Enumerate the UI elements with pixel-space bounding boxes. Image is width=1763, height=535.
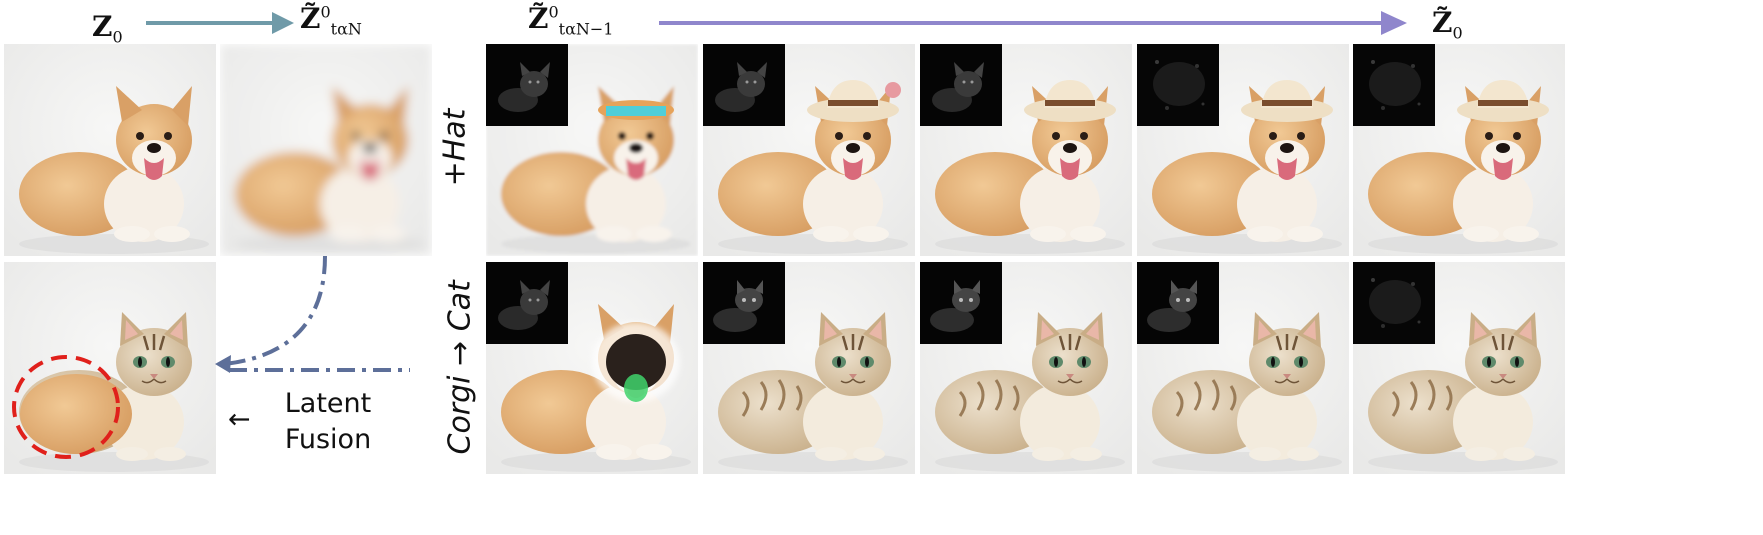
z0-label: Z0 [92,10,123,47]
hat-step-2-diff-inset [703,44,785,126]
cat-step-3-diff-inset [920,262,1002,344]
hat-step-3-diff-inset [920,44,1002,126]
cat-step-1-image [486,262,698,474]
hat-final-diff-inset [1353,44,1435,126]
cat-step-2-image [703,262,915,474]
purple-forward-arrow [659,11,1407,35]
latent-fusion-line2: Fusion [284,424,372,455]
cat-final-image [1353,262,1565,474]
z-t-alpha-n-minus-1-label: Z̃0tαN−1 [528,2,614,39]
cat-final-diff-inset [1353,262,1435,344]
latent-fusion-line1: Latent [284,388,372,419]
source-corgi-image [4,44,216,256]
hat-step-1-diff-inset [486,44,568,126]
hat-step-4-diff-inset [1137,44,1219,126]
hat-final-image [1353,44,1565,256]
left-arrow-glyph: ← [228,404,251,435]
hat-step-4-image [1137,44,1349,256]
dashdot-fusion-arrows [215,255,410,373]
fused-cat-image [4,262,216,474]
noised-corgi-image [220,44,432,256]
row-label-hat: +Hat [437,108,473,187]
teal-forward-arrow [146,12,294,34]
cat-step-1-diff-inset [486,262,568,344]
cat-step-3-image [920,262,1132,474]
z-t-alpha-n-label: Z̃0tαN [300,2,362,39]
cat-step-2-diff-inset [703,262,785,344]
cat-step-4-diff-inset [1137,262,1219,344]
cat-step-4-image [1137,262,1349,474]
latent-fusion-legend: ← Latent Fusion [228,386,388,458]
z-final-label: Z̃0 [1432,6,1463,43]
hat-step-2-image [703,44,915,256]
fusion-region-highlight [12,355,120,459]
row-label-corgi-to-cat: Corgi → Cat [442,280,478,455]
hat-step-1-image [486,44,698,256]
hat-step-3-image [920,44,1132,256]
